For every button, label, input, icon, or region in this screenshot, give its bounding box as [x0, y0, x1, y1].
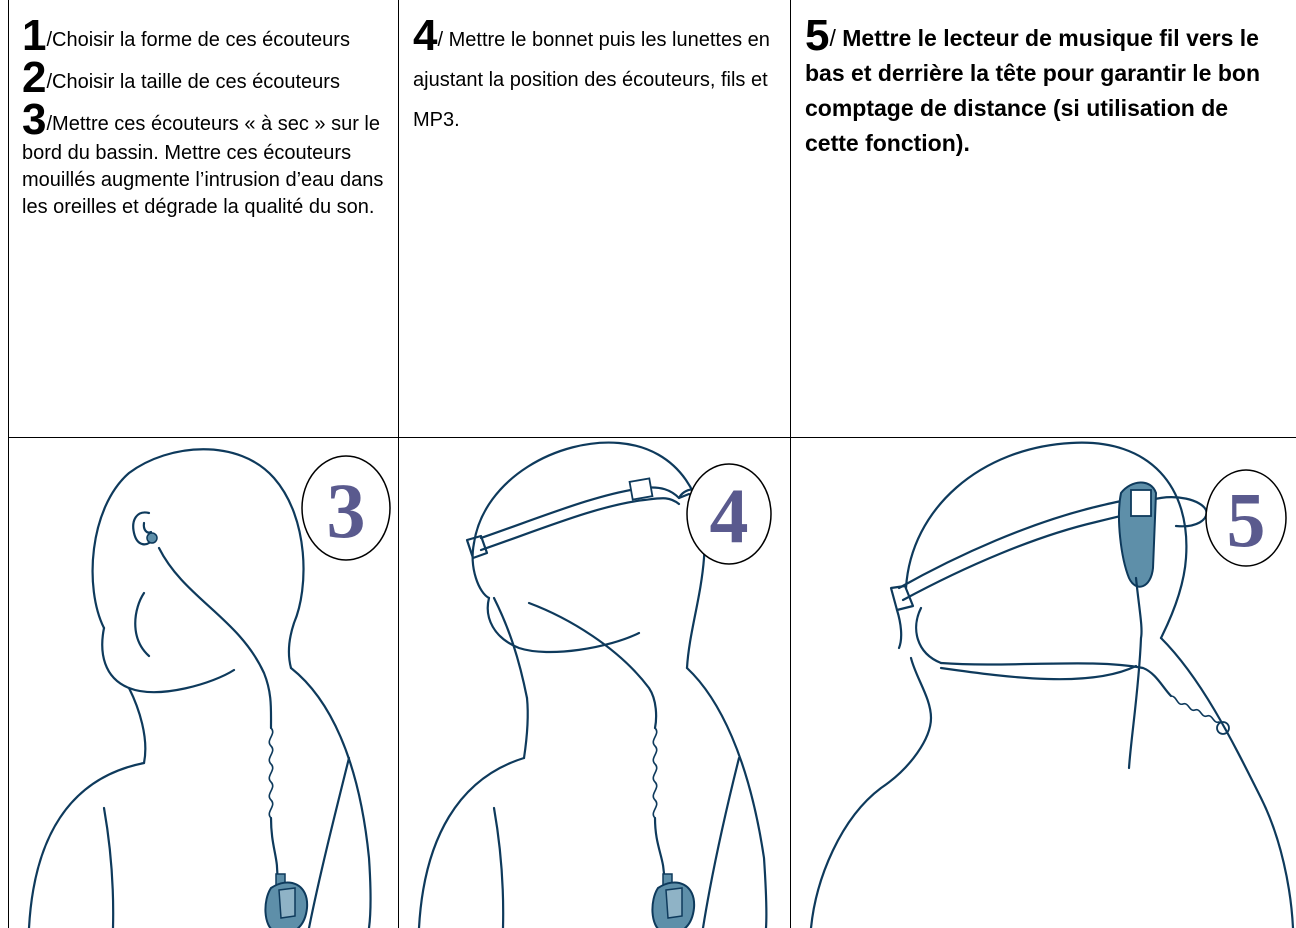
instruction-table: 1/Choisir la forme de ces écouteurs 2/Ch…	[8, 0, 1296, 928]
step-number: 3	[22, 95, 46, 144]
illustration-panel-3: 3	[9, 438, 398, 928]
step-badge-number: 5	[1227, 476, 1266, 563]
step-4: 4/ Mettre le bonnet puis les lunettes en…	[413, 16, 775, 141]
step-number: 5	[805, 11, 829, 60]
step-text: / Mettre le bonnet puis les lunettes en …	[413, 29, 770, 131]
step-badge-number: 4	[710, 472, 749, 559]
swimmer-cap-goggles-illustration: 4	[399, 438, 789, 928]
cell-steps-1-3: 1/Choisir la forme de ces écouteurs 2/Ch…	[8, 0, 398, 223]
illustration-panel-5: 5	[791, 438, 1296, 928]
step-badge-number: 3	[327, 467, 366, 554]
cell-step-4: 4/ Mettre le bonnet puis les lunettes en…	[399, 0, 789, 143]
step-5: 5/ Mettre le lecteur de musique fil vers…	[805, 16, 1288, 161]
step-text: /Choisir la taille de ces écouteurs	[46, 71, 339, 93]
step-1: 1/Choisir la forme de ces écouteurs	[22, 16, 384, 56]
step-text: Mettre le lecteur de musique fil vers le…	[805, 25, 1260, 156]
step-2: 2/Choisir la taille de ces écouteurs	[22, 58, 384, 98]
step-text: /Mettre ces écouteurs « à sec » sur le b…	[22, 113, 383, 218]
illustration-panel-4: 4	[399, 438, 789, 928]
step-3: 3/Mettre ces écouteurs « à sec » sur le …	[22, 100, 384, 221]
swimmer-earphones-illustration: 3	[9, 438, 398, 928]
cell-step-5: 5/ Mettre le lecteur de musique fil vers…	[791, 0, 1296, 163]
swimmer-mp3-behind-head-illustration: 5	[791, 438, 1296, 928]
step-separator: /	[829, 25, 842, 51]
step-text: /Choisir la forme de ces écouteurs	[46, 29, 349, 51]
step-number: 4	[413, 11, 437, 60]
